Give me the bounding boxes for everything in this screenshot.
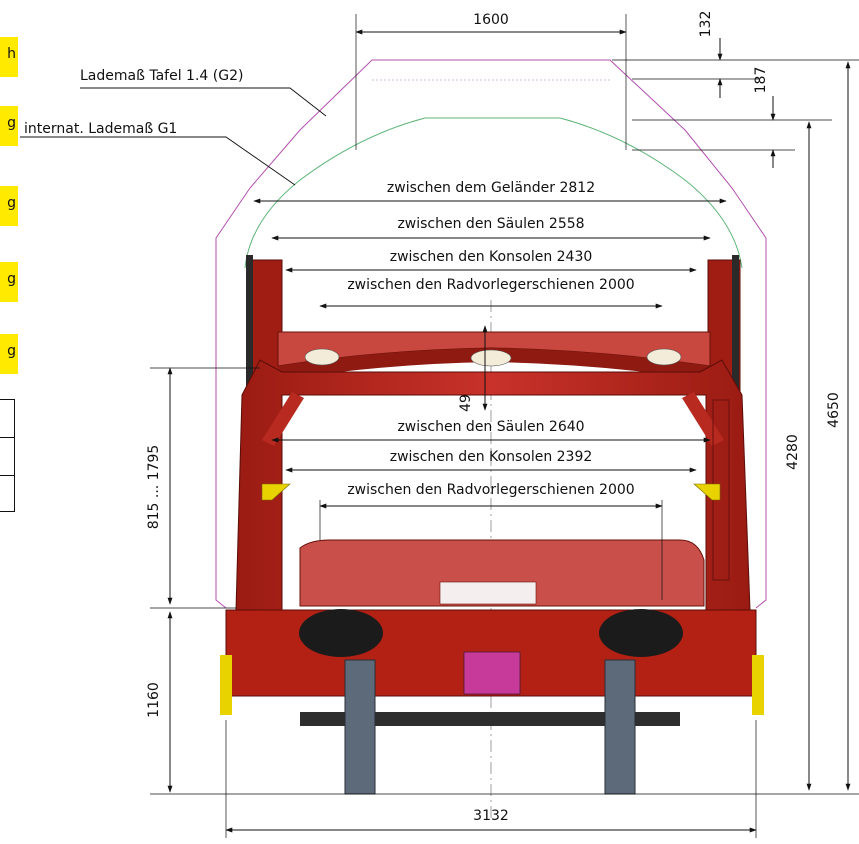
upper-deck-wheel-middle <box>470 349 512 367</box>
g1-profile-label: internat. Lademaß G1 <box>24 121 177 137</box>
dimension-lines <box>20 14 859 838</box>
deck-range-label: 815 ... 1795 <box>146 445 162 530</box>
floor-height-label: 1160 <box>146 682 162 718</box>
side-tag-3: g <box>0 186 18 226</box>
side-tag-2: g <box>0 106 18 146</box>
side-tag-text: g <box>7 343 16 359</box>
upper-deck-underside <box>278 348 710 380</box>
left-air-spring <box>299 609 383 657</box>
railing-label: zwischen dem Geländer 2812 <box>387 180 595 196</box>
left-diagonal-brace <box>262 392 304 446</box>
g2-clearance-outline <box>215 59 767 609</box>
lower-platform <box>299 539 705 607</box>
height-4280-label: 4280 <box>785 434 801 470</box>
overall-width-label: 3132 <box>473 808 509 824</box>
dimension-labels: Lademaß Tafel 1.4 (G2) internat. Lademaß… <box>24 11 842 824</box>
columns-upper-label: zwischen den Säulen 2558 <box>397 216 584 232</box>
side-tag-text: g <box>7 115 16 131</box>
right-wheel <box>604 659 636 795</box>
side-tag-text: h <box>7 46 16 62</box>
coupling <box>463 651 521 695</box>
vehicle-body <box>220 255 764 795</box>
top-offset-2-label: 187 <box>753 67 769 94</box>
g1-leader <box>20 136 296 186</box>
side-tag-1: h <box>0 37 18 77</box>
side-tag-5: g <box>0 334 18 374</box>
left-wheel <box>344 659 376 795</box>
axle <box>300 712 680 726</box>
right-buffer <box>752 655 764 715</box>
g2-profile-label: Lademaß Tafel 1.4 (G2) <box>80 68 243 84</box>
side-tag-text: g <box>7 195 16 211</box>
upper-deck-wheel-right <box>646 348 682 366</box>
side-box-3 <box>0 475 15 512</box>
g2-leader <box>80 87 327 117</box>
right-air-spring <box>599 609 683 657</box>
height-4650-label: 4650 <box>826 392 842 428</box>
gap-label: 49 <box>458 394 474 412</box>
upper-deck-wheel-left <box>304 348 340 366</box>
consoles-upper-label: zwischen den Konsolen 2430 <box>390 249 593 265</box>
wheel-rails-lower-label: zwischen den Radvorlegerschienen 2000 <box>347 482 634 498</box>
right-console <box>693 483 721 501</box>
lower-platform-slot <box>439 581 537 605</box>
left-buffer <box>220 655 232 715</box>
side-tag-text: g <box>7 271 16 287</box>
top-width-label: 1600 <box>473 12 509 28</box>
consoles-lower-label: zwischen den Konsolen 2392 <box>390 449 593 465</box>
wheel-rails-upper-label: zwischen den Radvorlegerschienen 2000 <box>347 277 634 293</box>
side-tag-4: g <box>0 262 18 302</box>
top-offset-1-label: 132 <box>698 11 714 38</box>
left-console <box>261 483 291 501</box>
columns-lower-label: zwischen den Säulen 2640 <box>397 419 584 435</box>
